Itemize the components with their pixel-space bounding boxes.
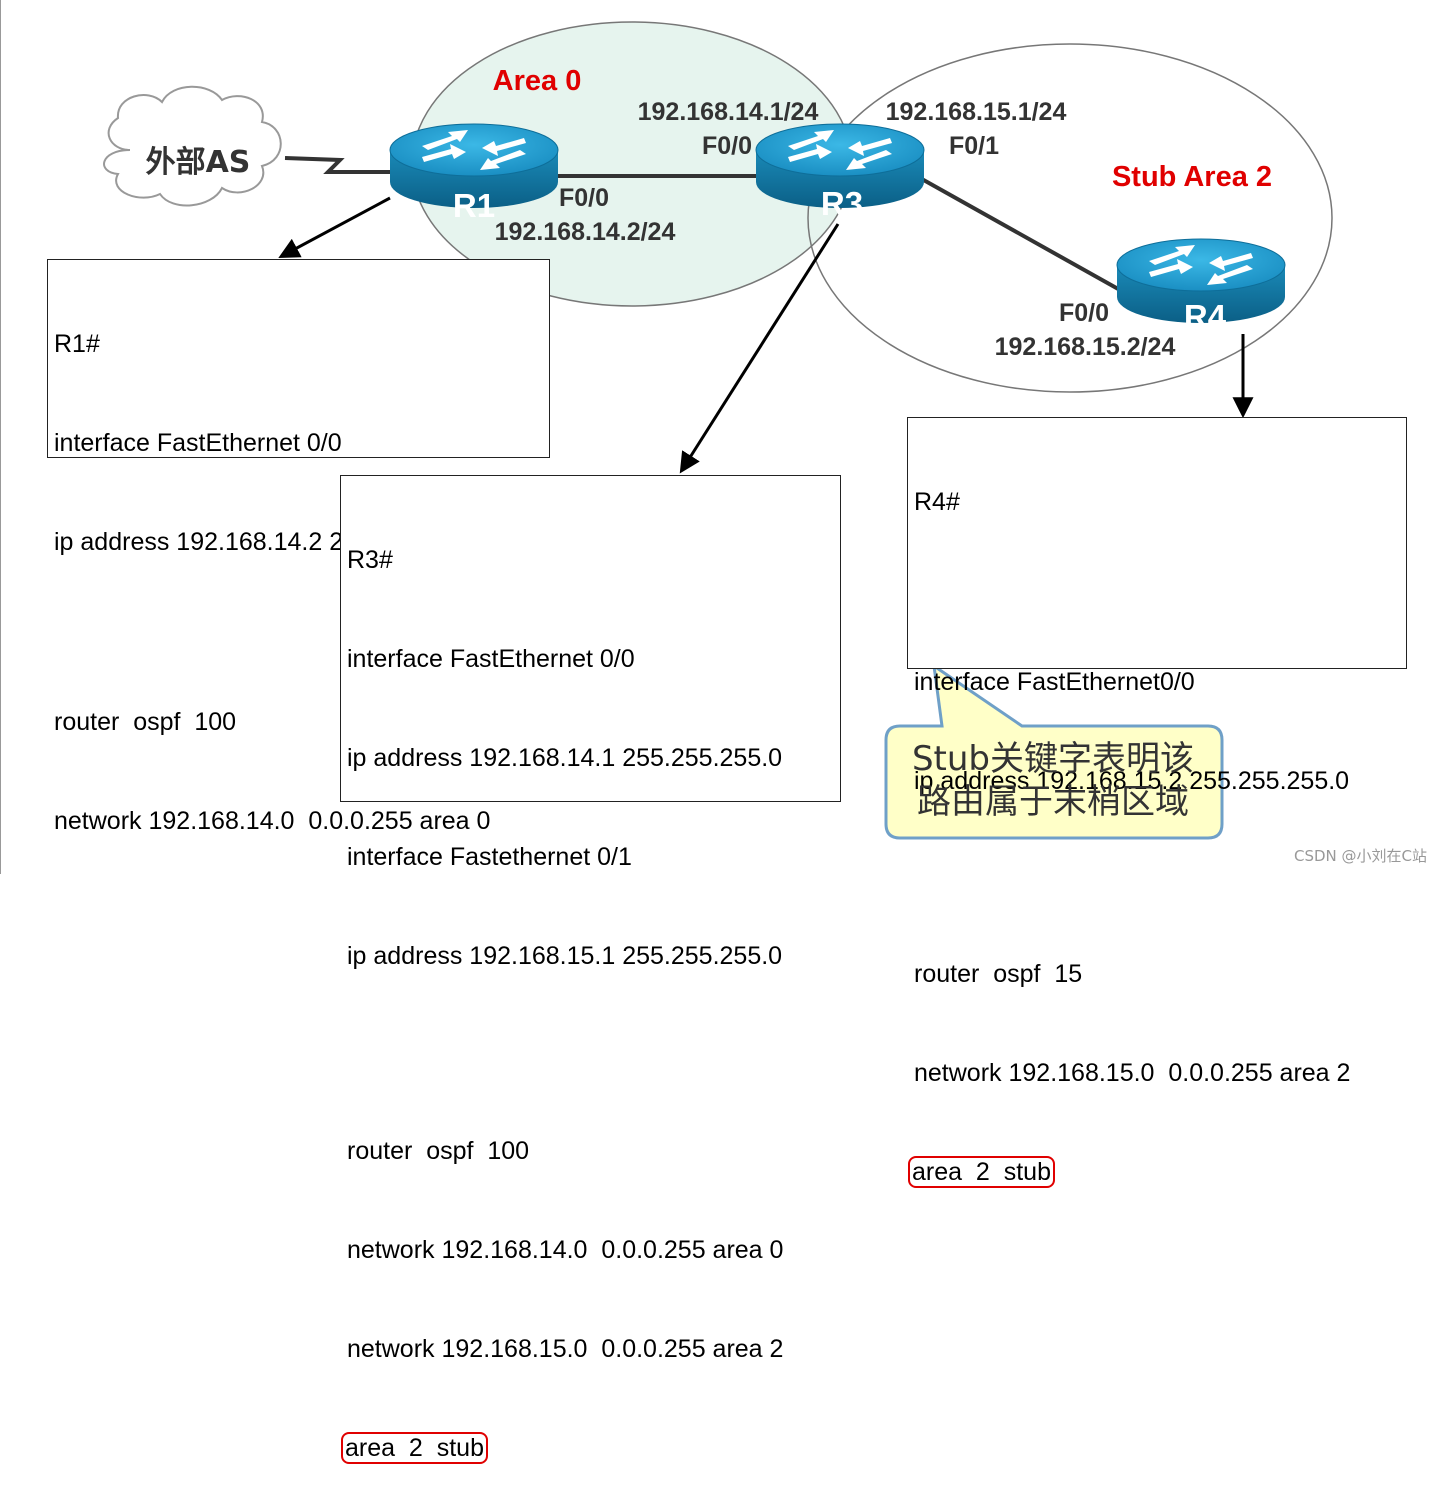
cloud-shape <box>103 85 282 207</box>
r4-f00-ip: 192.168.15.2/24 <box>995 333 1176 361</box>
network-diagram: 外部AS R1 R3 R4 Area 0 Stub Area 2 192.168… <box>103 21 1333 840</box>
config-line: interface FastEthernet 0/0 <box>347 645 635 673</box>
link-r3-r4 <box>919 176 1121 292</box>
serial-link-cloud-r1 <box>284 156 392 174</box>
config-line: network 192.168.14.0 0.0.0.255 area 0 <box>54 807 491 835</box>
cloud-label: 外部AS <box>146 145 251 180</box>
config-line: interface FastEthernet 0/0 <box>54 429 342 457</box>
r3-f00-ip: 192.168.14.1/24 <box>638 98 819 126</box>
config-line: ip address 192.168.15.1 255.255.255.0 <box>347 942 783 970</box>
callout-bubble <box>884 662 1224 840</box>
r3-f01-name: F0/1 <box>949 132 999 160</box>
config-line: R3# <box>347 546 393 574</box>
blank-line <box>914 864 1400 892</box>
config-line: R1# <box>54 330 100 358</box>
stub-area-label: Stub Area 2 <box>1112 161 1272 193</box>
config-line: network 192.168.15.0 0.0.0.255 area 2 <box>347 1335 784 1363</box>
area0-label: Area 0 <box>493 65 582 97</box>
arrow-r3-config <box>679 223 840 474</box>
r1-f00-name: F0/0 <box>559 184 609 212</box>
config-line: ip address 192.168.15.2 255.255.255.0 <box>914 767 1350 795</box>
config-line: R4# <box>914 488 960 516</box>
router-r4-label: R4 <box>1184 298 1227 335</box>
config-line: router ospf 100 <box>54 708 237 736</box>
blank-line <box>347 1039 834 1069</box>
config-box-r3: R3# interface FastEthernet 0/0 ip addres… <box>340 475 841 1464</box>
arrow-r1-config <box>278 196 391 258</box>
config-line: ip address 192.168.14.1 255.255.255.0 <box>347 744 783 772</box>
router-r3-label: R3 <box>821 185 863 222</box>
config-line: network 192.168.15.0 0.0.0.255 area 2 <box>914 1059 1351 1087</box>
r1-f00-ip: 192.168.14.2/24 <box>495 218 676 246</box>
config-box-r4: R4# interface FastEthernet0/0 ip address… <box>907 417 1407 1188</box>
config-line: router ospf 15 <box>914 960 1083 988</box>
callout-line: 路由属于末梢区域 <box>917 782 1189 822</box>
blank-line <box>914 585 1400 600</box>
config-line: network 192.168.14.0 0.0.0.255 area 0 <box>347 1236 784 1264</box>
config-line: interface Fastethernet 0/1 <box>347 843 632 871</box>
r4-f00-name: F0/0 <box>1059 299 1109 327</box>
stub-area-ellipse <box>807 43 1333 393</box>
stub-highlight: area 2 stub <box>908 1156 1055 1188</box>
callout-text: Stub关键字表明该 路由属于末梢区域 <box>888 738 1218 824</box>
left-border <box>0 0 1 874</box>
highlight-line: area 2 stub <box>908 1156 1400 1189</box>
r3-f00-name: F0/0 <box>702 132 752 160</box>
stub-highlight: area 2 stub <box>341 1432 488 1464</box>
config-line: router ospf 100 <box>347 1137 530 1165</box>
watermark: CSDN @小刘在C站 <box>1293 847 1427 865</box>
highlight-line: area 2 stub <box>341 1432 834 1465</box>
config-line: interface FastEthernet0/0 <box>914 668 1195 696</box>
r3-f01-ip: 192.168.15.1/24 <box>886 98 1067 126</box>
callout-line: Stub关键字表明该 <box>911 739 1195 779</box>
router-r1-label: R1 <box>453 187 495 224</box>
config-box-r1: R1# interface FastEthernet 0/0 ip addres… <box>47 259 550 835</box>
